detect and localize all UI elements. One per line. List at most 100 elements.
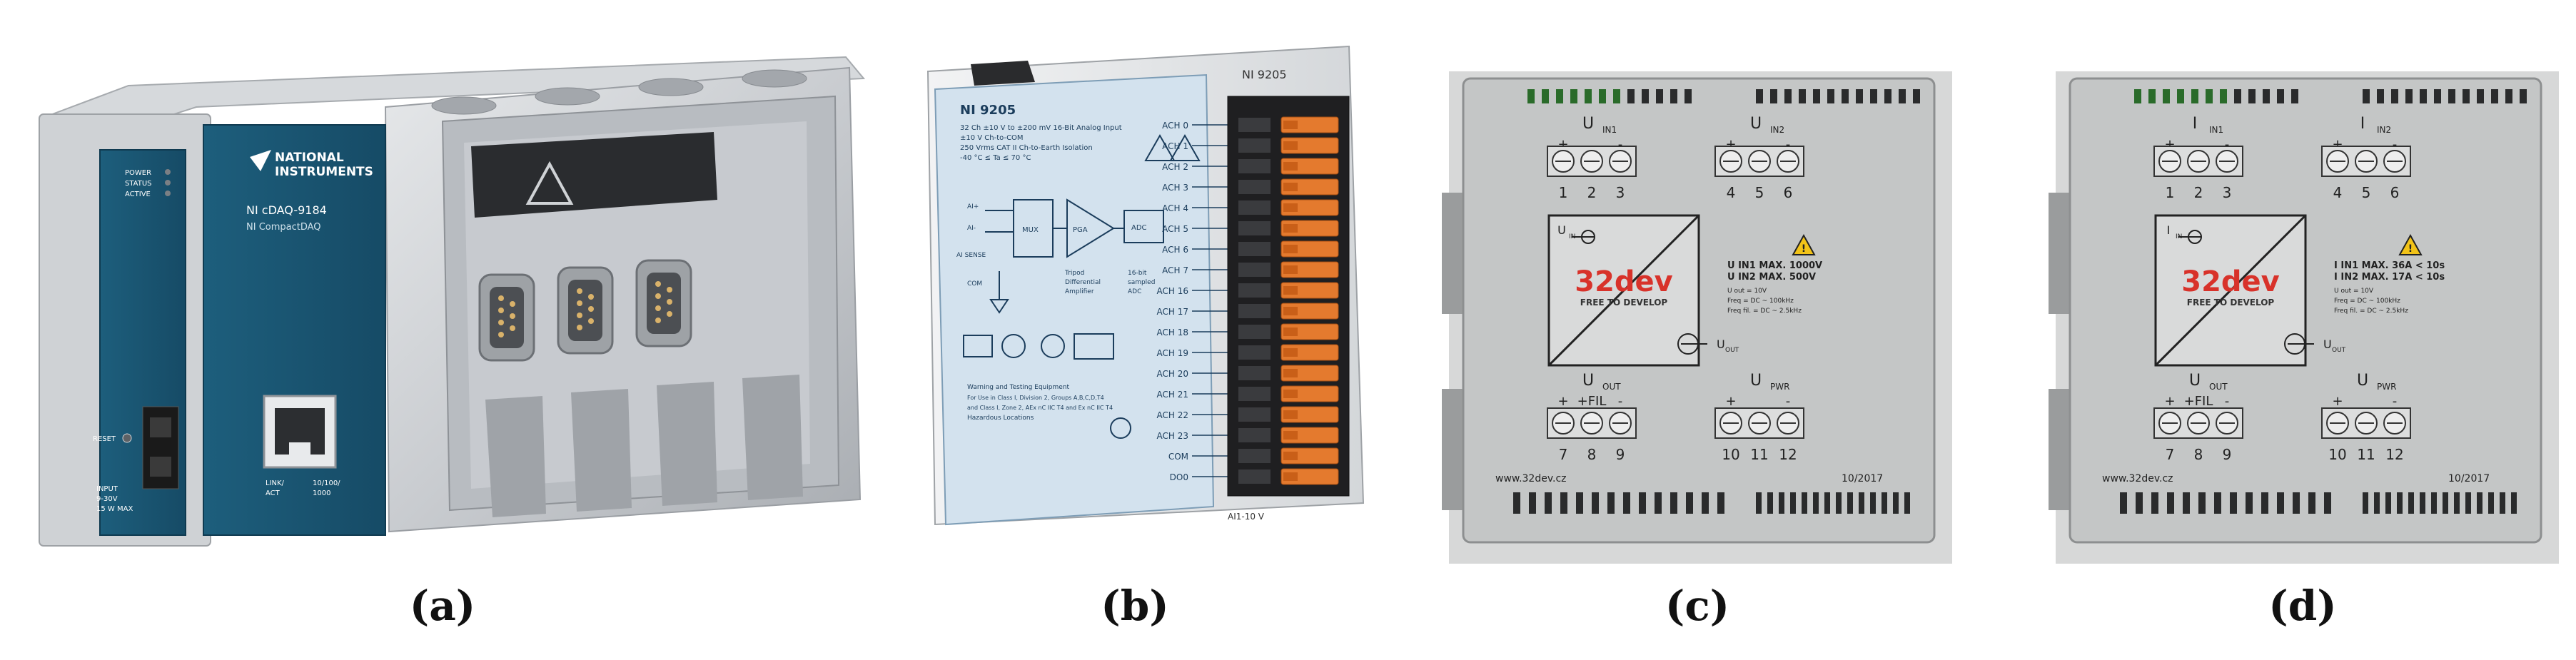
cert-line-3: and Class I, Zone 2, AEx nC IIC T4 and E… <box>967 405 1113 411</box>
spec-line: I IN1 MAX. 36A < 10s <box>2334 260 2445 271</box>
terminal-group-sub: PWR <box>1770 382 1789 392</box>
channel-label: ACH 19 <box>1157 348 1188 358</box>
note-differential: Differential <box>1065 279 1101 286</box>
polarity-sign: - <box>2393 394 2398 409</box>
spec-line: U out = 10V <box>2334 288 2374 295</box>
polarity-sign: + <box>2332 394 2343 409</box>
terminal-number: 2 <box>2194 184 2203 201</box>
vent-slots-bottom <box>2120 492 2517 514</box>
terminal-screw <box>1238 180 1271 194</box>
diagram-ai-minus: AI- <box>967 225 976 232</box>
terminal-number: 6 <box>2390 184 2400 201</box>
terminal-number: 3 <box>2223 184 2232 201</box>
terminal-number: 6 <box>1784 184 1793 201</box>
channel-label: DO0 <box>1170 472 1188 482</box>
link-label: LINK/ <box>266 479 285 487</box>
website-url: www.32dev.cz <box>2102 473 2173 484</box>
terminal-number: 5 <box>2362 184 2371 201</box>
spec-line: I IN2 MAX. 17A < 10s <box>2334 272 2445 283</box>
channel-label: ACH 2 <box>1162 162 1188 172</box>
channel-label: ACH 7 <box>1162 265 1188 275</box>
input-label: INPUT <box>96 485 118 493</box>
polarity-sign: - <box>2393 137 2398 152</box>
terminal-group-sub: IN2 <box>1770 125 1784 135</box>
spec-line-2: ±10 V Ch-to-COM <box>960 134 1024 142</box>
terminal-number: 12 <box>1779 446 1797 463</box>
diagram-mux: MUX <box>1022 226 1039 234</box>
input-power: 15 W MAX <box>96 505 133 513</box>
spec-line: Freq = DC ~ 100kHz <box>2334 298 2400 305</box>
polarity-sign: - <box>1786 394 1791 409</box>
terminal-group-label: I <box>2360 115 2365 133</box>
vent-slots-bottom <box>1513 492 1910 514</box>
polarity-sign: - <box>1618 394 1623 409</box>
polarity-sign: + <box>1725 394 1736 409</box>
channel-label: ACH 1 <box>1162 141 1188 151</box>
diagram-adc: ADC <box>1131 224 1147 232</box>
terminal-screw <box>1238 428 1271 442</box>
channel-label: ACH 5 <box>1162 224 1188 234</box>
terminal-screw <box>1238 263 1271 277</box>
channel-label: ACH 3 <box>1162 183 1188 193</box>
shock-warning-icon <box>1169 133 1201 161</box>
vent-slots-top <box>2134 89 2527 103</box>
note-amplifier: Amplifier <box>1065 288 1094 295</box>
spec-line: Freq = DC ~ 100kHz <box>1727 298 1794 305</box>
output-label: U <box>2323 337 2332 351</box>
terminal-group-label: U <box>1582 115 1594 133</box>
terminal-number: 12 <box>2385 446 2403 463</box>
terminal-number: 5 <box>1755 184 1764 201</box>
diagram-ai-sense: AI SENSE <box>956 252 986 259</box>
channel-label: ACH 20 <box>1157 369 1188 379</box>
spec-line-4: -40 °C ≤ Ta ≤ 70 °C <box>960 154 1031 162</box>
cert-line-1: Warning and Testing Equipment <box>967 384 1069 391</box>
panel-a-cdaq-chassis: NATIONAL INSTRUMENTS NI cDAQ-9184 NI Com… <box>0 0 885 571</box>
spec-line: Freq fil. = DC ~ 2.5kHz <box>2334 308 2408 315</box>
channel-label: ACH 18 <box>1157 328 1188 337</box>
ni-logo-icon <box>250 150 271 171</box>
brand-logo: 32dev <box>1575 265 1673 298</box>
db9-connectors <box>478 259 692 362</box>
module-rails <box>485 375 803 517</box>
terminal-number: 10 <box>2328 446 2346 463</box>
terminal-number: 8 <box>2194 446 2203 463</box>
website-url: www.32dev.cz <box>1495 473 1567 484</box>
led-active-label: ACTIVE <box>125 191 151 198</box>
esd-warning-icon <box>525 161 574 205</box>
terminal-screw <box>1238 325 1271 339</box>
brand-logo: 32dev <box>2181 265 2280 298</box>
terminal-group-label: U <box>2357 372 2368 390</box>
caption-c: (c) <box>1665 582 1730 630</box>
terminal-screw <box>1238 242 1271 256</box>
diagram-com: COM <box>967 280 982 288</box>
spec-line: Freq fil. = DC ~ 2.5kHz <box>1727 308 1802 315</box>
brand-line1: NATIONAL <box>275 151 344 165</box>
reset-button[interactable] <box>122 433 132 443</box>
terminal-number: 10 <box>1722 446 1739 463</box>
module-label-panel <box>934 73 1215 526</box>
terminal-number: 1 <box>2166 184 2175 201</box>
status-leds <box>165 169 171 196</box>
svg-text:!: ! <box>1802 243 1806 255</box>
led-status-label: STATUS <box>125 180 152 188</box>
model-badge: NI 9205 <box>1242 68 1287 81</box>
channel-label: ACH 17 <box>1157 307 1188 317</box>
note-sampled: sampled <box>1128 279 1155 286</box>
channel-label: ACH 4 <box>1162 203 1188 213</box>
note-16bit: 16-bit <box>1128 270 1147 277</box>
polarity-sign: +FIL <box>2184 394 2213 409</box>
warning-icon <box>1144 133 1176 161</box>
speed-label-2: 1000 <box>313 489 330 497</box>
polarity-sign: - <box>1786 137 1791 152</box>
terminal-group-sub: OUT <box>2209 382 2228 392</box>
certification-marks <box>963 333 1131 439</box>
vent-slots-top <box>1527 89 1920 103</box>
